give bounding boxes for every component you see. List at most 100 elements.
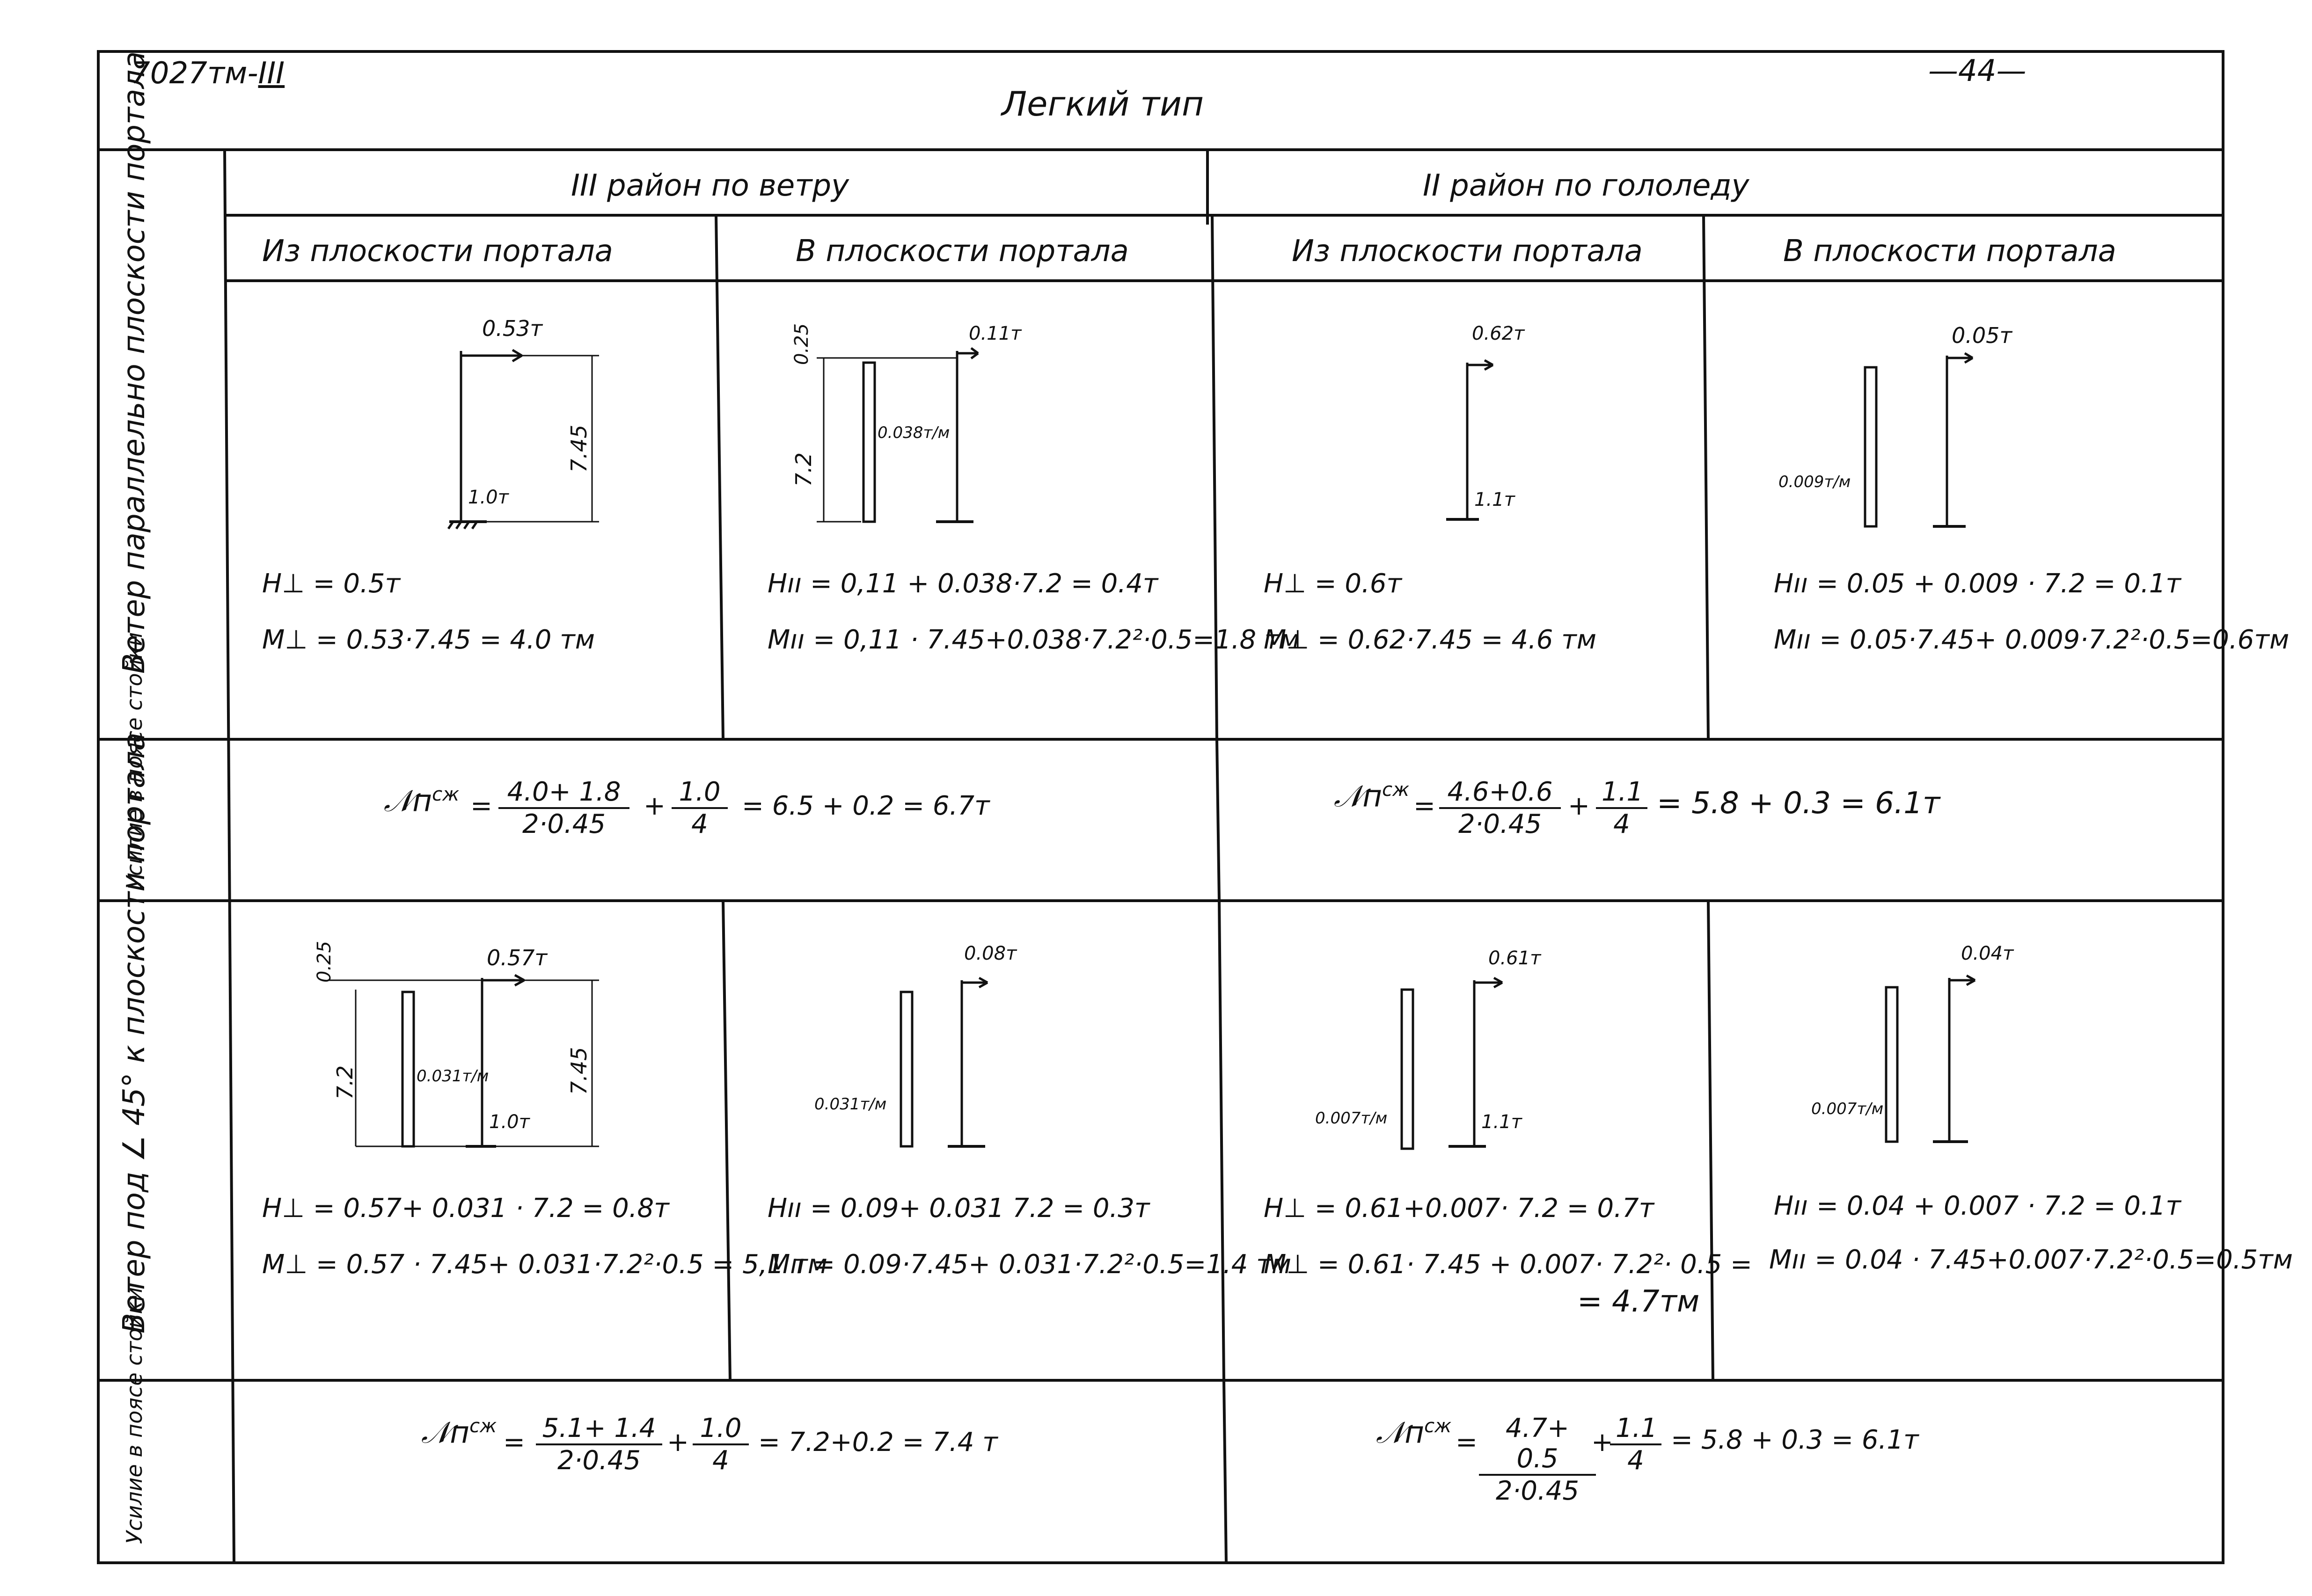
row2-divider	[1215, 739, 1221, 901]
r4l-frac1: 5.1+ 1.4 2·0.45	[536, 1413, 662, 1476]
r3c4-m: Mıı = 0.04 · 7.45+0.007·7.2²·0.5=0.5тм	[1769, 1245, 2293, 1275]
r1c2-h: Hıı = 0,11 + 0.038·7.2 = 0.4т	[768, 568, 1158, 599]
r4r-plus: +	[1591, 1427, 1613, 1458]
subheader-col2: В плоскости портала	[796, 234, 1129, 269]
diagram-r1c3	[1446, 359, 1494, 521]
diagram-r1c4	[1864, 352, 1974, 528]
r2r-num1: 4.6+0.6	[1439, 777, 1561, 809]
r1c4-m: Mıı = 0.05·7.45+ 0.009·7.2²·0.5=0.6тм	[1774, 625, 2290, 655]
col-divider-1	[715, 215, 724, 740]
row-header-3: Ветер под ∠ 45° к плоскости портала	[117, 732, 152, 1334]
r4r-lhs: 𝒩псж	[1376, 1415, 1451, 1450]
r3c1-height-right: 7.45	[566, 1047, 592, 1095]
page-title: Легкий тип	[1002, 84, 1204, 124]
r2l-lhs: 𝒩псж	[384, 784, 459, 818]
r4r-den1: 2·0.45	[1495, 1476, 1580, 1506]
r2l-sup: сж	[432, 784, 460, 805]
r1c1-load: 0.53т	[482, 316, 543, 341]
row4-divider	[1222, 1380, 1228, 1563]
r1c3-base: 1.1т	[1474, 489, 1515, 510]
r3c1-base: 1.0т	[489, 1111, 530, 1133]
subheader-col3: Из плоскости портала	[1292, 234, 1643, 269]
r3c2-dist: 0.031т/м	[814, 1095, 887, 1114]
subheader-col1: Из плоскости портала	[262, 234, 613, 269]
diagram-r1c1	[447, 349, 599, 530]
r2l-plus: +	[644, 791, 666, 821]
r3c3-base: 1.1т	[1481, 1111, 1522, 1133]
r4l-den1: 2·0.45	[557, 1445, 641, 1476]
r2l-eq: =	[470, 791, 492, 821]
r1c2-load: 0.11т	[969, 323, 1022, 344]
row-header-1: Ветер параллельно плоскости портала	[117, 51, 152, 674]
r3c2-m: Mıı = 0.09·7.45+ 0.031·7.2²·0.5=1.4 тм	[768, 1249, 1291, 1280]
row-header-4: Усилие в поясе стойки	[122, 1287, 147, 1544]
r3c1-load: 0.57т	[487, 945, 548, 970]
r2l-num2: 1.0	[672, 777, 728, 809]
diagram-r3c2	[900, 977, 988, 1148]
r4l-plus: +	[667, 1427, 689, 1458]
r4l-eq: =	[503, 1427, 525, 1458]
doc-code-text: 7027тм-	[131, 56, 258, 91]
page-number: —44—	[1928, 54, 2027, 88]
r4r-frac1: 4.7+ 0.5 2·0.45	[1479, 1413, 1596, 1506]
r1c4-dist: 0.009т/м	[1778, 473, 1851, 491]
col-divider-3	[1702, 215, 1710, 740]
row-header-divider	[223, 149, 235, 1563]
r2l-frac1: 4.0+ 1.8 2·0.45	[498, 777, 629, 839]
r4r-rhs: = 5.8 + 0.3 = 6.1т	[1671, 1425, 1919, 1455]
r4r-eq: =	[1456, 1427, 1478, 1458]
r2r-den1: 2·0.45	[1458, 809, 1542, 839]
r3c2-h: Hıı = 0.09+ 0.031 7.2 = 0.3т	[768, 1193, 1150, 1224]
r2l-den2: 4	[691, 809, 708, 839]
r1c3-h: H⊥ = 0.6т	[1264, 568, 1402, 599]
diagram-r3c1	[328, 974, 599, 1148]
r3c2-load: 0.08т	[964, 943, 1017, 964]
diagram-r3c3	[1400, 977, 1503, 1150]
r1c4-load: 0.05т	[1952, 323, 2012, 348]
r2l-num1: 4.0+ 1.8	[498, 777, 629, 809]
diagram-r3c4	[1885, 974, 1976, 1143]
r2l-den1: 2·0.45	[522, 809, 606, 839]
r1c1-base: 1.0т	[468, 487, 509, 508]
r1c2-dist: 0.038т/м	[878, 423, 950, 442]
r4r-num1: 4.7+ 0.5	[1479, 1413, 1596, 1476]
r2r-lhs: 𝒩псж	[1334, 779, 1409, 814]
r1c1-height: 7.45	[566, 424, 592, 473]
r4l-den2: 4	[712, 1445, 729, 1476]
r4r-sup: сж	[1424, 1415, 1452, 1437]
r2r-frac2: 1.1 4	[1596, 777, 1647, 839]
r3c1-h: H⊥ = 0.57+ 0.031 · 7.2 = 0.8т	[262, 1193, 669, 1224]
subheader-col4: В плоскости портала	[1783, 234, 2116, 269]
doc-code-suffix: III	[258, 56, 285, 91]
r4l-lhs-text: 𝒩п	[421, 1415, 470, 1450]
r4r-lhs-text: 𝒩п	[1376, 1415, 1425, 1450]
col-divider-r3-2	[1218, 900, 1225, 1381]
r2r-lhs-text: 𝒩п	[1334, 779, 1383, 814]
r3c1-m: M⊥ = 0.57 · 7.45+ 0.031·7.2²·0.5 = 5,1 т…	[262, 1249, 827, 1280]
r2l-lhs-text: 𝒩п	[384, 784, 432, 819]
r2l-rhs: = 6.5 + 0.2 = 6.7т	[742, 791, 990, 821]
r2r-sup: сж	[1382, 779, 1410, 801]
r3c4-dist: 0.007т/м	[1811, 1100, 1884, 1118]
r1c3-m: M⊥ = 0.62·7.45 = 4.6 тм	[1264, 625, 1597, 655]
r3c3-dist: 0.007т/м	[1315, 1109, 1388, 1128]
group-header-ice: II район по гололеду	[1423, 168, 1749, 203]
r4l-num1: 5.1+ 1.4	[536, 1413, 662, 1445]
r3c3-h: H⊥ = 0.61+0.007· 7.2 = 0.7т	[1264, 1193, 1654, 1224]
r4l-frac2: 1.0 4	[693, 1413, 749, 1476]
r4r-den2: 4	[1627, 1445, 1644, 1476]
r3c3-m2: = 4.7тм	[1577, 1284, 1700, 1319]
r1c3-load: 0.62т	[1472, 323, 1525, 344]
r4l-num2: 1.0	[693, 1413, 749, 1445]
r1c2-height: 7.2	[791, 452, 816, 487]
r4l-lhs: 𝒩псж	[421, 1415, 497, 1450]
outer-border	[97, 50, 2224, 1564]
r2r-rhs: = 5.8 + 0.3 = 6.1т	[1657, 786, 1940, 821]
r3c1-height-left: 7.2	[332, 1065, 358, 1100]
r1c4-h: Hıı = 0.05 + 0.009 · 7.2 = 0.1т	[1774, 568, 2181, 599]
r2l-frac2: 1.0 4	[672, 777, 728, 839]
r2r-frac1: 4.6+0.6 2·0.45	[1439, 777, 1561, 839]
group-header-wind: III район по ветру	[571, 168, 849, 203]
r1c2-m: Mıı = 0,11 · 7.45+0.038·7.2²·0.5=1.8 тм	[768, 625, 1300, 655]
